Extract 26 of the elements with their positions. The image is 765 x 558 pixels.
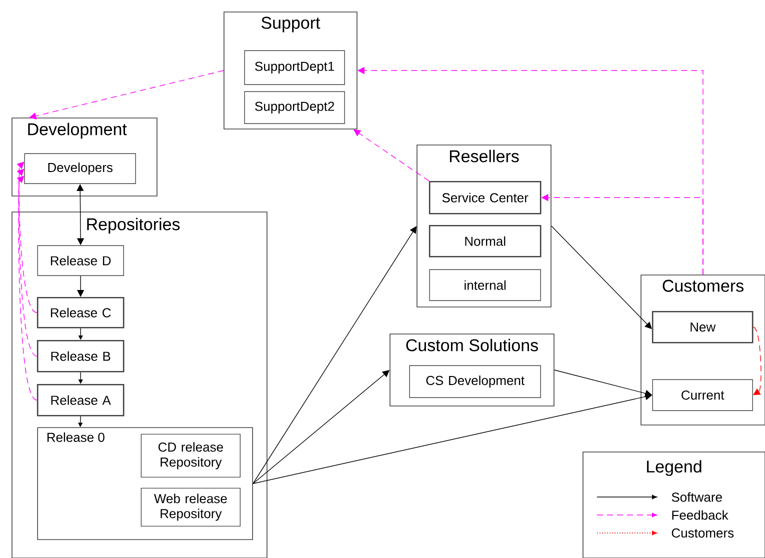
arrow: [16, 162, 38, 400]
box: Current: [652, 379, 753, 411]
box: Release C: [36, 296, 124, 328]
box: Normal: [428, 224, 542, 258]
legend-text: Feedback: [672, 510, 728, 520]
box: Release B: [36, 340, 124, 372]
box: Release D: [37, 245, 124, 276]
arrow: [16, 176, 38, 313]
arrow: [77, 276, 84, 297]
box: Web release Repository: [140, 488, 241, 527]
box: internal: [429, 269, 541, 301]
legend-text: Customers: [672, 528, 734, 538]
arrow: [252, 226, 417, 484]
legend-title: Legend: [647, 460, 702, 476]
arrow: [78, 372, 83, 384]
box: Developers: [24, 153, 136, 184]
box: Service Center: [428, 180, 542, 214]
box: SupportDept1: [244, 50, 345, 85]
arrow: [16, 168, 38, 356]
box: Release A: [36, 384, 124, 416]
box: CD release Repository: [140, 434, 241, 478]
box: New: [652, 310, 754, 344]
legend-text: Software: [672, 492, 722, 502]
box: CS Development: [409, 365, 541, 398]
arrow: [78, 328, 83, 340]
box: SupportDept2: [244, 91, 345, 124]
